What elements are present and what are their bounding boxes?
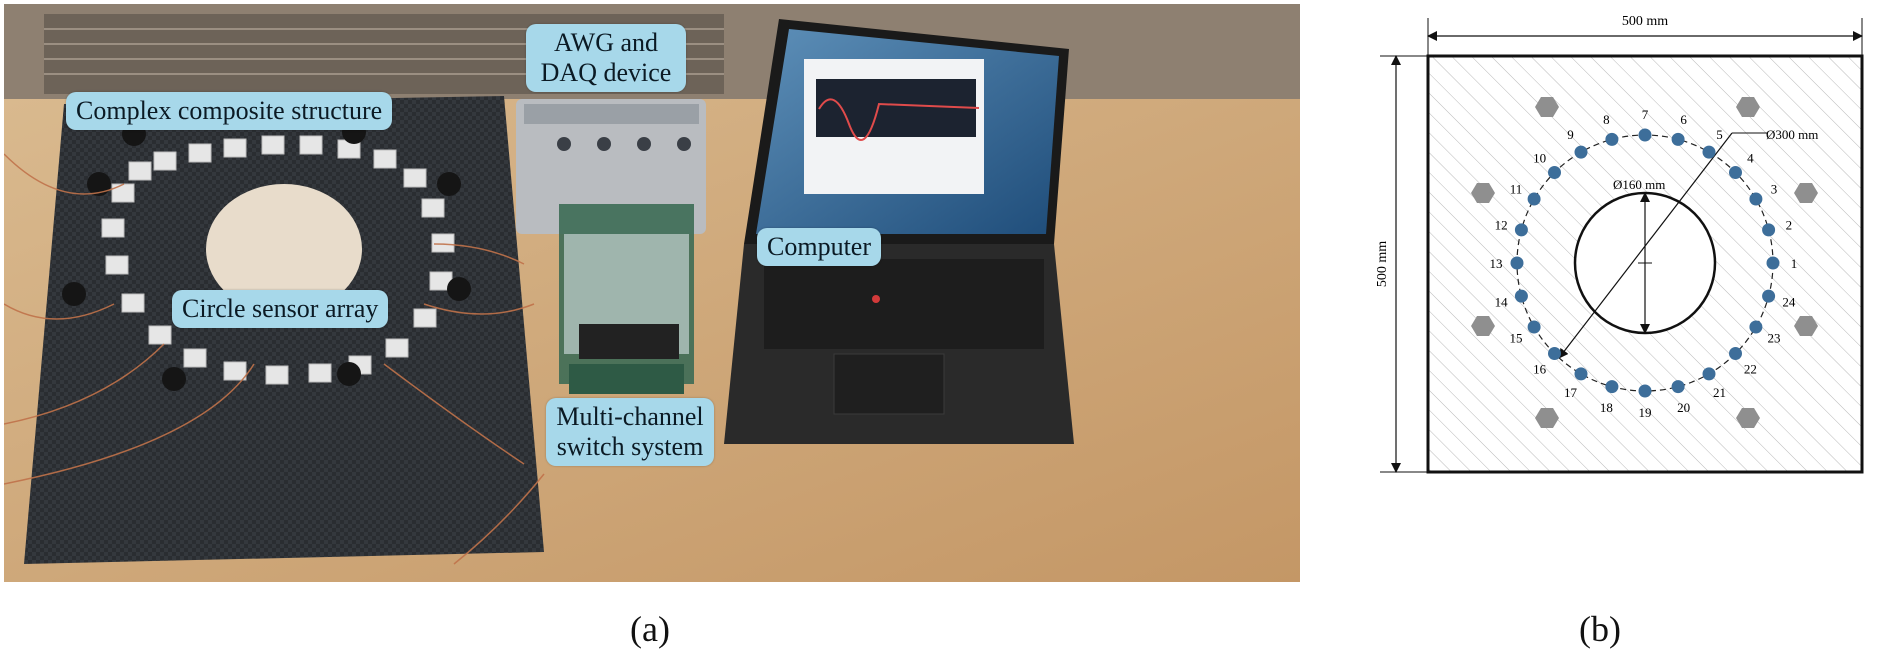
sensor-label-20: 20 — [1677, 400, 1690, 415]
sensor-3 — [1749, 192, 1763, 206]
sensor-label-12: 12 — [1495, 217, 1508, 232]
sensor-label-5: 5 — [1716, 127, 1723, 142]
bolt-hex-icon — [1535, 97, 1559, 117]
callout-circle-sensor-array: Circle sensor array — [172, 290, 389, 328]
sensor-18 — [1605, 380, 1619, 394]
sensor-label-15: 15 — [1510, 331, 1523, 346]
sensor-10 — [1548, 166, 1561, 179]
callout-multi-channel-switch-system: Multi-channel switch system — [546, 398, 714, 466]
sensor-20 — [1671, 380, 1685, 394]
sensor-label-21: 21 — [1713, 385, 1726, 400]
sensor-1 — [1766, 256, 1780, 270]
sensor-label-14: 14 — [1495, 295, 1509, 310]
ring-diameter-label: Ø300 mm — [1766, 127, 1818, 142]
bolt-hex-icon — [1471, 183, 1495, 203]
sensor-label-23: 23 — [1768, 331, 1781, 346]
sensor-4 — [1729, 166, 1742, 179]
sensor-2 — [1762, 223, 1776, 237]
sensor-5 — [1702, 145, 1716, 159]
experimental-setup-photo — [3, 4, 1300, 582]
sensor-23 — [1749, 320, 1763, 334]
sensor-16 — [1548, 347, 1561, 360]
callout-awg-daq-device: AWG and DAQ device — [526, 24, 686, 92]
sensor-24 — [1762, 289, 1776, 303]
sensor-label-6: 6 — [1680, 112, 1687, 127]
sensor-22 — [1729, 347, 1742, 360]
panel-a-label: (a) — [630, 609, 670, 649]
sensor-21 — [1702, 367, 1716, 381]
sensor-label-17: 17 — [1564, 385, 1578, 400]
sensor-label-24: 24 — [1782, 295, 1796, 310]
sensor-label-18: 18 — [1600, 400, 1613, 415]
sensor-label-2: 2 — [1786, 217, 1793, 232]
width-dimension-label: 500 mm — [1622, 14, 1668, 29]
sensor-13 — [1510, 256, 1524, 270]
sensor-9 — [1574, 145, 1588, 159]
bolt-hex-icon — [1471, 316, 1495, 336]
sensor-14 — [1514, 289, 1528, 303]
setup-photo-graphic — [3, 4, 1300, 582]
sensor-11 — [1527, 192, 1541, 206]
height-dimension-label: 500 mm — [1375, 241, 1390, 287]
bolt-hex-icon — [1794, 316, 1818, 336]
hole-diameter-label: Ø160 mm — [1613, 177, 1665, 192]
sensor-6 — [1671, 132, 1685, 146]
sensor-label-19: 19 — [1639, 405, 1652, 420]
sensor-8 — [1605, 132, 1619, 146]
callout-computer: Computer — [757, 228, 881, 266]
bolt-group — [1471, 97, 1818, 428]
ring-diameter-line — [1558, 132, 1733, 359]
sensor-label-3: 3 — [1771, 182, 1778, 197]
sensor-7 — [1638, 128, 1652, 142]
bolt-hex-icon — [1794, 183, 1818, 203]
bolt-hex-icon — [1736, 408, 1760, 428]
sensor-label-1: 1 — [1791, 256, 1798, 271]
bolt-hex-icon — [1535, 408, 1559, 428]
sensor-label-22: 22 — [1744, 361, 1757, 376]
sensor-label-13: 13 — [1490, 256, 1503, 271]
sensor-label-8: 8 — [1603, 112, 1610, 127]
sensor-label-10: 10 — [1533, 151, 1546, 166]
bolt-hex-icon — [1736, 97, 1760, 117]
sensor-label-7: 7 — [1642, 107, 1649, 122]
sensor-17 — [1574, 367, 1588, 381]
panel-b-label: (b) — [1579, 609, 1621, 649]
sensor-label-16: 16 — [1533, 361, 1547, 376]
plate-schematic-svg: 500 mm 500 mm Ø160 mm Ø300 mm — [1375, 14, 1864, 474]
sensor-12 — [1514, 223, 1528, 237]
sensor-label-4: 4 — [1747, 151, 1754, 166]
sensor-label-9: 9 — [1567, 127, 1574, 142]
sensor-19 — [1638, 384, 1652, 398]
plate-schematic: 500 mm 500 mm Ø160 mm Ø300 mm — [1296, 0, 1896, 600]
sensor-15 — [1527, 320, 1541, 334]
sensor-label-11: 11 — [1510, 182, 1523, 197]
callout-complex-composite-structure: Complex composite structure — [66, 92, 393, 130]
